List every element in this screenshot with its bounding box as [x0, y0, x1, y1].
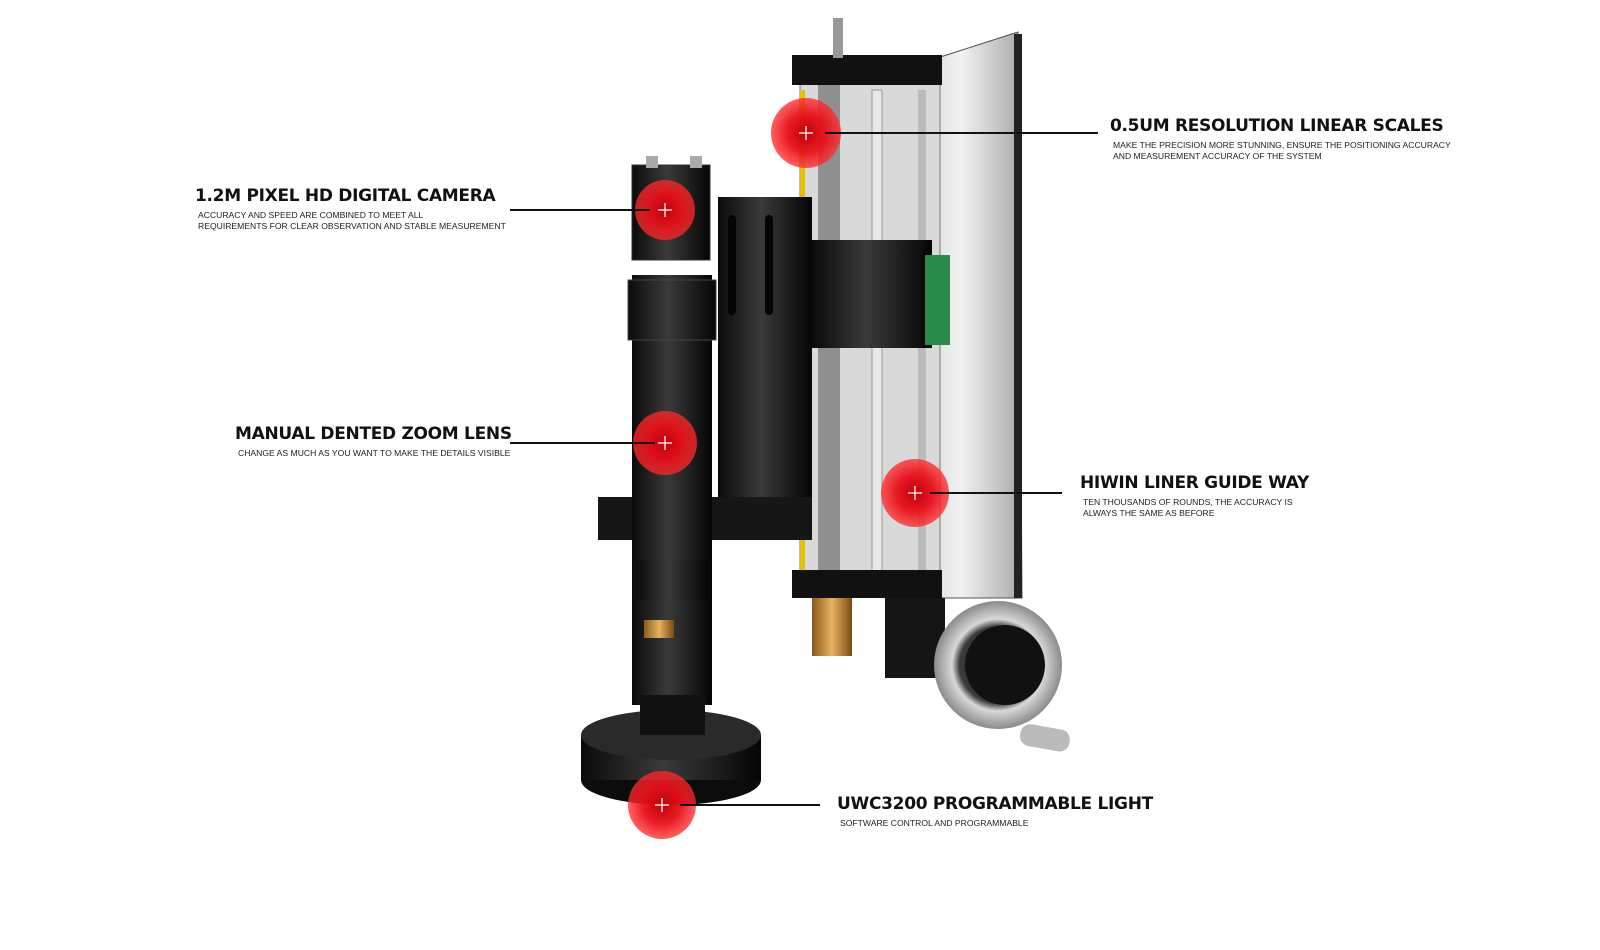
- callout-desc: TEN THOUSANDS OF ROUNDS, THE ACCURACY IS: [1083, 497, 1293, 507]
- callout-desc: CHANGE AS MUCH AS YOU WANT TO MAKE THE D…: [238, 448, 511, 458]
- callout-title: 0.5UM RESOLUTION LINEAR SCALES: [1110, 116, 1444, 136]
- leader-line-guide: [930, 492, 1062, 494]
- hotspot-markers: [628, 98, 949, 839]
- leader-line-camera: [510, 209, 650, 211]
- callout-desc: AND MEASUREMENT ACCURACY OF THE SYSTEM: [1113, 151, 1322, 161]
- callout-scales: 0.5UM RESOLUTION LINEAR SCALES MAKE THE …: [1110, 116, 1451, 162]
- callout-desc: MAKE THE PRECISION MORE STUNNING, ENSURE…: [1113, 140, 1451, 150]
- callout-camera: 1.2M PIXEL HD DIGITAL CAMERA ACCURACY AN…: [195, 186, 506, 232]
- callout-desc: ALWAYS THE SAME AS BEFORE: [1083, 508, 1215, 518]
- leader-line-scales: [825, 132, 1098, 134]
- marker-guide: [881, 459, 949, 527]
- callout-desc: REQUIREMENTS FOR CLEAR OBSERVATION AND S…: [198, 221, 506, 231]
- handwheel: [934, 601, 1070, 752]
- zoom-lens: [627, 275, 717, 705]
- marker-light: [628, 771, 696, 839]
- callout-lens: MANUAL DENTED ZOOM LENS CHANGE AS MUCH A…: [235, 424, 512, 459]
- leader-line-lens: [510, 442, 655, 444]
- ring-light: [581, 695, 761, 805]
- callout-title: MANUAL DENTED ZOOM LENS: [235, 424, 512, 444]
- marker-lens: [633, 411, 697, 475]
- marker-scales: [771, 98, 841, 168]
- leader-line-light: [680, 804, 820, 806]
- callout-desc: SOFTWARE CONTROL AND PROGRAMMABLE: [840, 818, 1029, 828]
- callout-desc: ACCURACY AND SPEED ARE COMBINED TO MEET …: [198, 210, 424, 220]
- callout-title: UWC3200 PROGRAMMABLE LIGHT: [837, 794, 1153, 814]
- callout-guide: HIWIN LINER GUIDE WAY TEN THOUSANDS OF R…: [1080, 473, 1309, 519]
- callout-title: HIWIN LINER GUIDE WAY: [1080, 473, 1310, 493]
- callout-title: 1.2M PIXEL HD DIGITAL CAMERA: [195, 186, 496, 206]
- marker-camera: [635, 180, 695, 240]
- callout-light: UWC3200 PROGRAMMABLE LIGHT SOFTWARE CONT…: [837, 794, 1153, 829]
